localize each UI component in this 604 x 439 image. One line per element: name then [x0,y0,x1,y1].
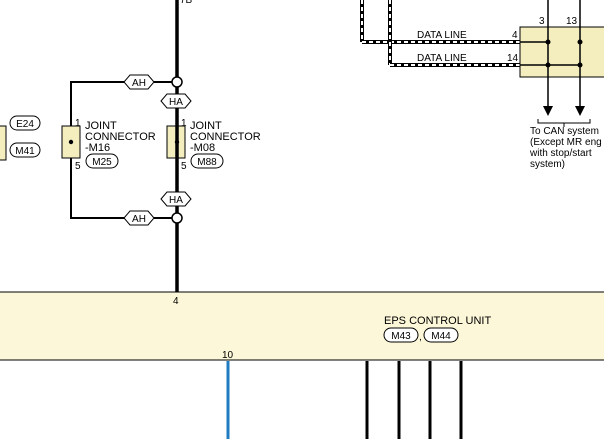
svg-text:M88: M88 [197,157,217,168]
svg-text:5: 5 [181,161,187,172]
data-line-pin-1: 4 [512,30,518,41]
svg-text:-M08: -M08 [190,142,215,154]
can-bracket [537,119,591,127]
svg-text:M44: M44 [431,331,451,342]
svg-text:1: 1 [75,118,81,129]
splice-tag-ah-bottom: AH [123,210,155,226]
svg-text:M43: M43 [391,331,411,342]
eps-connector-m44: M44 [423,327,459,343]
can-note-line-3: with stop/start [529,148,592,159]
left-connector-edge [0,125,7,161]
eps-connector-separator: , [419,332,422,343]
connector-tag-e24: E24 [9,115,41,131]
svg-text:CONNECTOR: CONNECTOR [85,131,156,143]
eps-pin-bottom: 10 [222,350,234,361]
edge-mark: ) [0,11,1,23]
eps-title: EPS CONTROL UNIT [384,315,491,327]
data-line-label-2: DATA LINE [417,53,467,64]
can-note-line-2: (Except MR eng [530,137,602,148]
data-line-label-1: DATA LINE [417,30,467,41]
svg-text:-M16: -M16 [85,142,110,154]
svg-text:CONNECTOR: CONNECTOR [190,131,261,143]
svg-text:HA: HA [169,195,183,206]
data-line-wires [360,0,520,67]
svg-text:JOINT: JOINT [190,120,222,132]
svg-text:M41: M41 [15,146,35,157]
svg-text:AH: AH [132,78,146,89]
eps-pin-top: 4 [173,296,179,307]
data-line-pin-2: 14 [507,53,519,64]
svg-text:E24: E24 [16,119,34,130]
top-pin-13: 13 [566,16,578,27]
svg-text:M25: M25 [92,157,112,168]
eps-control-unit [0,291,604,361]
can-joint-connector [519,0,604,116]
splice-point [171,76,183,88]
splice-tag-ha-bottom: HA [160,191,192,207]
joint-connector-m16: 1 5 JOINT CONNECTOR -M16 M25 [61,118,156,172]
eps-connector-m43: M43 [383,327,419,343]
can-note-line-4: system) [530,159,565,170]
connector-tag-m41: M41 [9,142,41,158]
top-pin-3: 3 [539,16,545,27]
svg-text:JOINT: JOINT [85,120,117,132]
splice-tag-ah-top: AH [123,74,155,90]
svg-text:AH: AH [132,214,146,225]
splice-point [171,212,183,224]
svg-text:5: 5 [75,161,81,172]
splice-tag-ha-top: HA [160,93,192,109]
svg-text:1: 1 [181,118,187,129]
svg-text:HA: HA [169,97,183,108]
can-note-line-1: To CAN system [530,126,599,137]
joint-connector-m08: 1 5 JOINT CONNECTOR -M08 M88 [166,118,261,172]
top-wire-label: 7B [180,0,193,6]
